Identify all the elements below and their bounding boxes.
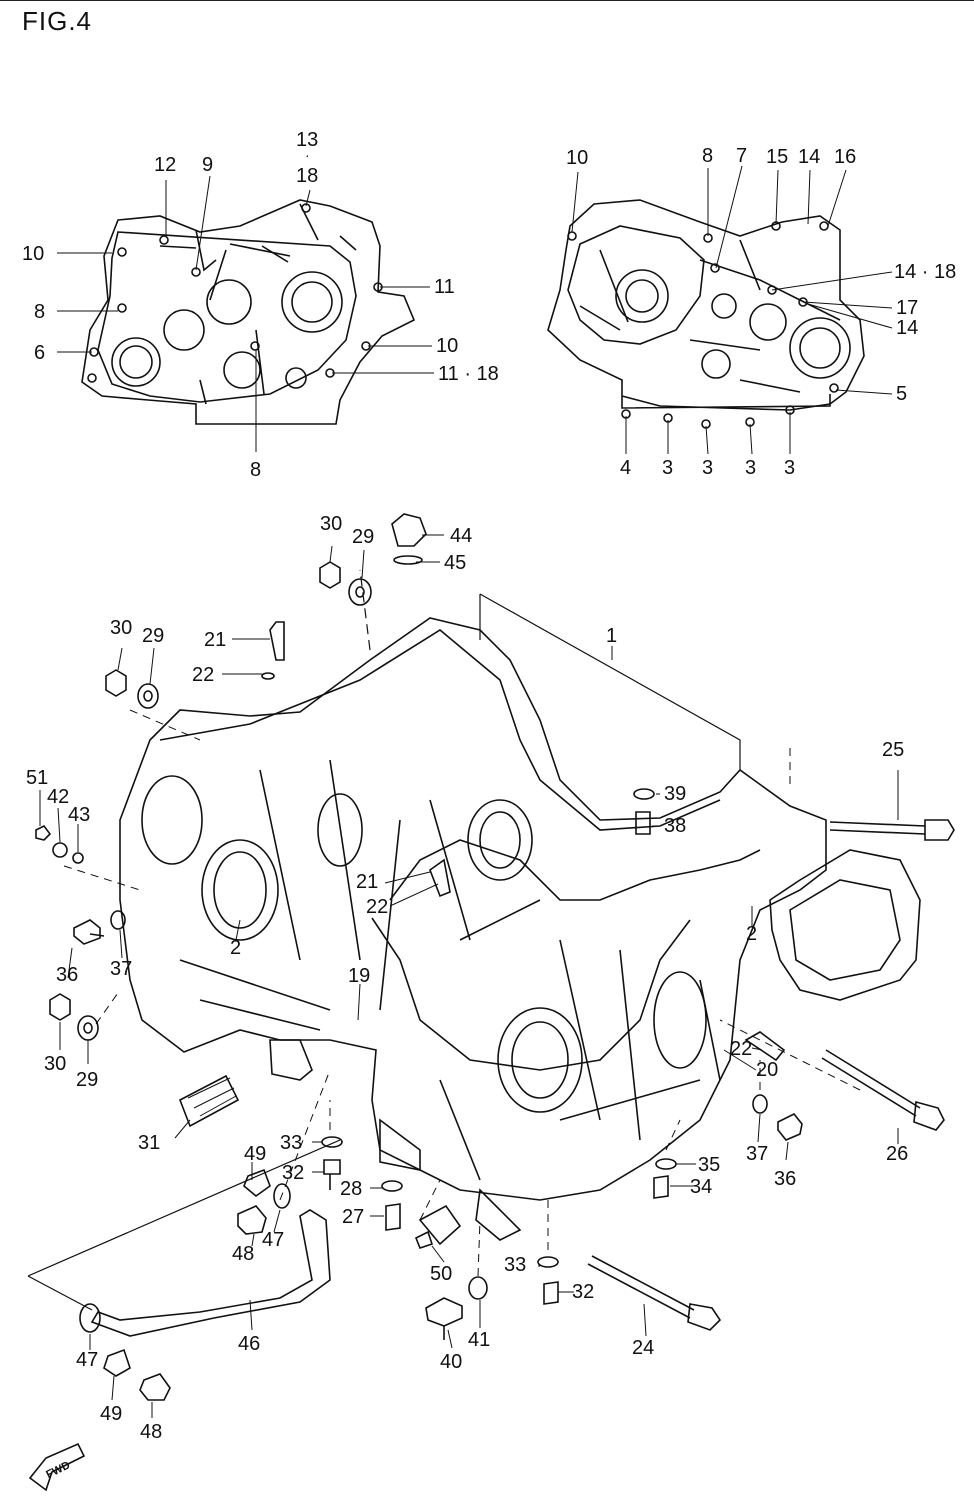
- callout-8-b: 8: [250, 459, 261, 481]
- callout-50: 50: [430, 1263, 452, 1285]
- callout-30-a: 30: [320, 513, 342, 535]
- callout-30-c: 30: [44, 1053, 66, 1075]
- callout-37-b: 37: [746, 1143, 768, 1165]
- callout-3-b: 3: [702, 457, 713, 479]
- callout-43: 43: [68, 804, 90, 826]
- callout-18: 18: [296, 165, 318, 187]
- callout-10: 10: [22, 243, 44, 265]
- callout-48-b: 48: [140, 1421, 162, 1443]
- callout-45: 45: [444, 552, 466, 574]
- callout-41: 41: [468, 1329, 490, 1351]
- upper-left-crankcase-view: [81, 199, 416, 425]
- callout-2-a: 2: [230, 937, 241, 959]
- callout-35: 35: [698, 1154, 720, 1176]
- upper-right-crankcase-view: [547, 199, 865, 429]
- callout-11-18: 11 · 18: [438, 363, 499, 385]
- callout-8: 8: [34, 301, 45, 323]
- callout-3-c: 3: [745, 457, 756, 479]
- callout-7: 7: [736, 145, 747, 167]
- callout-16: 16: [834, 146, 856, 168]
- callout-36-b: 36: [774, 1168, 796, 1190]
- callout-29-a: 29: [352, 526, 374, 548]
- hardware-parts: [27, 513, 955, 1401]
- callout-42: 42: [47, 786, 69, 808]
- callout-17: 17: [896, 297, 918, 319]
- callout-12: 12: [154, 154, 176, 176]
- callout-49-b: 49: [100, 1403, 122, 1425]
- callout-6: 6: [34, 342, 45, 364]
- callout-10-r: 10: [566, 147, 588, 169]
- callout-21-b: 21: [356, 871, 378, 893]
- callout-10-b: 10: [436, 335, 458, 357]
- callout-28: 28: [340, 1178, 362, 1200]
- callout-21-a: 21: [204, 629, 226, 651]
- callout-46: 46: [238, 1333, 260, 1355]
- callout-27: 27: [342, 1206, 364, 1228]
- callout-34: 34: [690, 1176, 712, 1198]
- callouts-upper-left: 13 · 18 12 9 10 8 6 11 10 11 · 18 8: [22, 129, 499, 481]
- callout-1: 1: [606, 625, 617, 647]
- callout-29-b: 29: [142, 625, 164, 647]
- callout-36-a: 36: [56, 964, 78, 986]
- callout-29-c: 29: [76, 1069, 98, 1091]
- callout-22-a: 22: [192, 664, 214, 686]
- callout-14: 14: [798, 146, 820, 168]
- callout-47-a: 47: [262, 1229, 284, 1251]
- callout-47-b: 47: [76, 1349, 98, 1371]
- callout-49-a: 49: [244, 1143, 266, 1165]
- callout-14-b: 14: [896, 317, 918, 339]
- callout-13: 13: [296, 129, 318, 151]
- callout-51: 51: [26, 767, 48, 789]
- callout-3-a: 3: [662, 457, 673, 479]
- forward-arrow-icon: FWD: [28, 1442, 86, 1492]
- callout-3-d: 3: [784, 457, 795, 479]
- callout-32-b: 32: [572, 1281, 594, 1303]
- callout-32-a: 32: [282, 1162, 304, 1184]
- callout-44: 44: [450, 525, 472, 547]
- callout-dot: ·: [305, 147, 310, 163]
- callout-33-b: 33: [504, 1254, 526, 1276]
- label-leaders: [39, 165, 899, 1418]
- figure-title: FIG.4: [22, 6, 93, 36]
- callout-2-b: 2: [746, 923, 757, 945]
- callout-4: 4: [620, 457, 631, 479]
- callout-25: 25: [882, 739, 904, 761]
- callouts-main: 30 29 44 45 1 30 29 21 22 25 51 42 43 39…: [26, 513, 908, 1443]
- callout-31: 31: [138, 1132, 160, 1154]
- callout-24: 24: [632, 1337, 654, 1359]
- callout-20: 20: [756, 1059, 778, 1081]
- callout-30-b: 30: [110, 617, 132, 639]
- callout-9: 9: [202, 154, 213, 176]
- callout-22-c: 22: [730, 1038, 752, 1060]
- main-crankcase-assembly: [119, 569, 921, 1241]
- callout-37-a: 37: [110, 958, 132, 980]
- callout-14-18: 14 · 18: [894, 261, 956, 283]
- callout-39: 39: [664, 783, 686, 805]
- callout-33-a: 33: [280, 1132, 302, 1154]
- callout-8-r: 8: [702, 145, 713, 167]
- callout-22-b: 22: [366, 896, 388, 918]
- callout-40: 40: [440, 1351, 462, 1373]
- callout-19: 19: [348, 965, 370, 987]
- callout-26: 26: [886, 1143, 908, 1165]
- callout-38: 38: [664, 815, 686, 837]
- callout-15: 15: [766, 146, 788, 168]
- callouts-upper-right: 10 8 7 15 14 16 14 · 18 17 14 5 4 3 3 3 …: [566, 145, 956, 479]
- callout-48-a: 48: [232, 1243, 254, 1265]
- top-rule: [0, 0, 974, 1]
- callout-5: 5: [896, 383, 907, 405]
- callout-11: 11: [434, 276, 455, 298]
